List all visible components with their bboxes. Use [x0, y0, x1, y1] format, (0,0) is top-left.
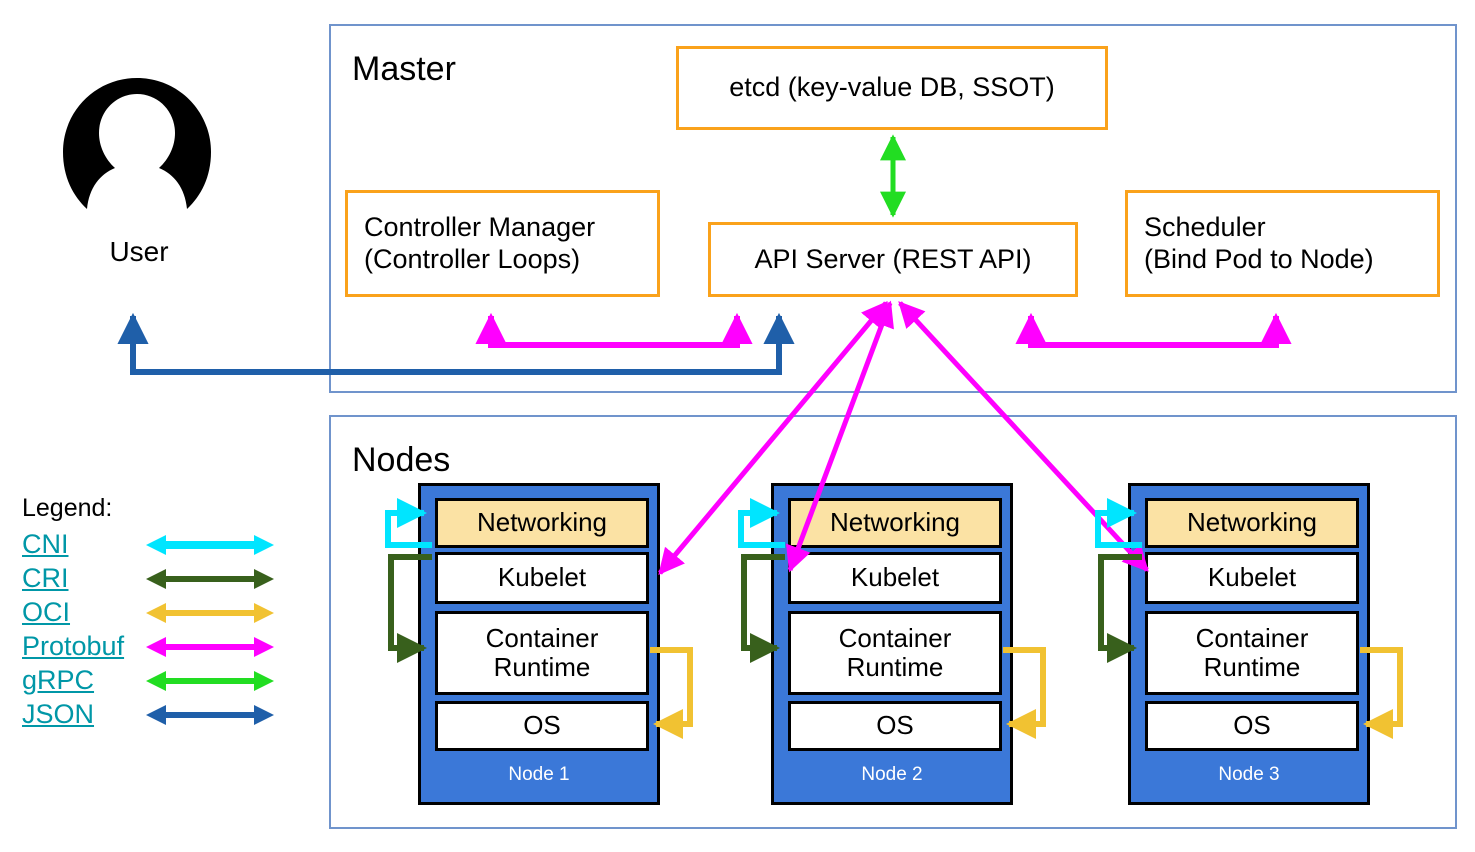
node-2-networking-layer[interactable]: Networking — [788, 498, 1002, 548]
node-2[interactable]: Networking Kubelet Container Runtime OS … — [771, 483, 1013, 805]
legend-item-grpc[interactable]: gRPC — [22, 666, 288, 698]
node-3-kubelet-layer[interactable]: Kubelet — [1145, 552, 1359, 604]
node-1-os-layer[interactable]: OS — [435, 701, 649, 751]
legend-item-oci[interactable]: OCI — [22, 598, 288, 630]
node-2-os-layer[interactable]: OS — [788, 701, 1002, 751]
user-label: User — [109, 236, 169, 267]
controller-manager-box[interactable]: Controller Manager (Controller Loops) — [345, 190, 660, 297]
legend-item-cni[interactable]: CNI — [22, 530, 288, 562]
node-2-container-runtime-layer[interactable]: Container Runtime — [788, 611, 1002, 695]
grpc-arrow-icon — [146, 671, 274, 691]
master-group-title: Master — [352, 50, 456, 88]
legend-label-protobuf[interactable]: Protobuf — [22, 631, 125, 661]
node-1-kubelet-layer[interactable]: Kubelet — [435, 552, 649, 604]
controller-manager-label-line2: (Controller Loops) — [364, 243, 581, 274]
scheduler-label-line2: (Bind Pod to Node) — [1144, 243, 1374, 274]
legend-item-protobuf[interactable]: Protobuf — [22, 632, 288, 664]
json-arrow-icon — [146, 705, 274, 725]
legend-label-cni[interactable]: CNI — [22, 529, 69, 559]
scheduler-label-line1: Scheduler — [1144, 211, 1266, 242]
api-server-box[interactable]: API Server (REST API) — [708, 222, 1078, 297]
legend-label-cri[interactable]: CRI — [22, 563, 69, 593]
cri-arrow-icon — [146, 569, 274, 589]
node-2-container-runtime-line2: Runtime — [846, 652, 944, 682]
etcd-box[interactable]: etcd (key-value DB, SSOT) — [676, 46, 1108, 130]
protobuf-arrow-icon — [146, 637, 274, 657]
scheduler-box[interactable]: Scheduler (Bind Pod to Node) — [1125, 190, 1440, 297]
node-1-container-runtime-layer[interactable]: Container Runtime — [435, 611, 649, 695]
node-2-kubelet-layer[interactable]: Kubelet — [788, 552, 1002, 604]
legend-item-cri[interactable]: CRI — [22, 564, 288, 596]
etcd-label: etcd (key-value DB, SSOT) — [729, 72, 1055, 103]
user-avatar-icon — [63, 78, 211, 209]
node-3-os-layer[interactable]: OS — [1145, 701, 1359, 751]
node-2-container-runtime-line1: Container — [838, 622, 952, 653]
node-1-container-runtime-line2: Runtime — [493, 652, 591, 682]
node-3-container-runtime-layer[interactable]: Container Runtime — [1145, 611, 1359, 695]
node-3-networking-layer[interactable]: Networking — [1145, 498, 1359, 548]
node-1-container-runtime-line1: Container — [485, 622, 599, 653]
controller-manager-label-line1: Controller Manager — [364, 211, 596, 242]
node-3[interactable]: Networking Kubelet Container Runtime OS … — [1128, 483, 1370, 805]
node-3-container-runtime-line2: Runtime — [1203, 652, 1301, 682]
oci-arrow-icon — [146, 603, 274, 623]
node-1-networking-layer[interactable]: Networking — [435, 498, 649, 548]
legend-label-grpc[interactable]: gRPC — [22, 665, 95, 695]
user-actor: User — [0, 0, 290, 290]
nodes-group-title: Nodes — [352, 441, 451, 479]
legend-title: Legend: — [22, 494, 113, 522]
legend-item-json[interactable]: JSON — [22, 700, 288, 732]
node-1-label: Node 1 — [508, 764, 570, 785]
node-3-container-runtime-line1: Container — [1195, 622, 1309, 653]
api-server-label: API Server (REST API) — [754, 243, 1032, 274]
node-3-label: Node 3 — [1218, 764, 1280, 785]
node-1[interactable]: Networking Kubelet Container Runtime OS … — [418, 483, 660, 805]
legend-label-json[interactable]: JSON — [22, 699, 95, 729]
legend-label-oci[interactable]: OCI — [22, 597, 71, 627]
node-2-label: Node 2 — [861, 764, 923, 785]
cni-arrow-icon — [146, 535, 274, 555]
